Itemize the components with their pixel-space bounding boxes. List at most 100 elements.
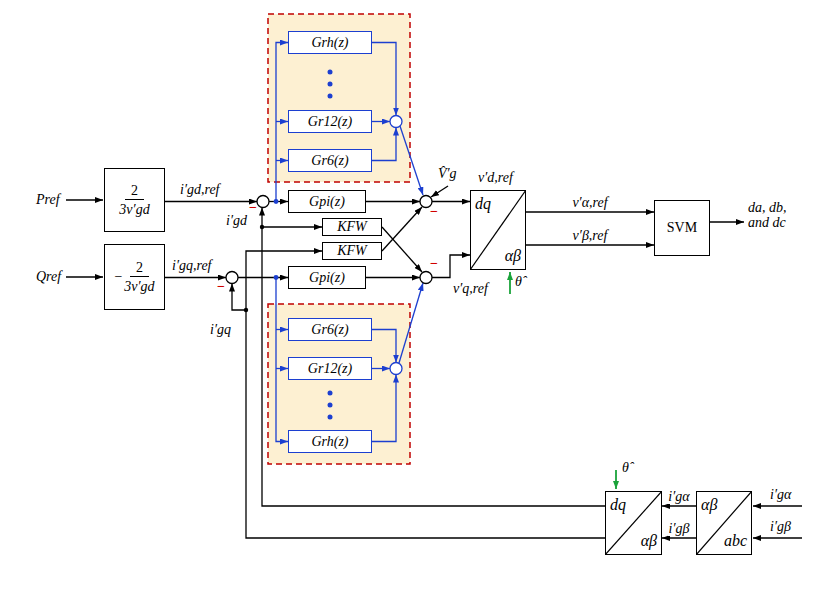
signal-connector <box>662 537 696 538</box>
signal-wire <box>165 277 226 278</box>
block-text: Gr6(z) <box>311 153 348 168</box>
alphabeta-to-abc-transform: αβabc <box>696 491 752 555</box>
gain-block: −23v′gd <box>104 244 165 310</box>
minus-sign: − <box>430 256 438 271</box>
block-text: Gr12(z) <box>308 114 352 129</box>
resonant-group-frame <box>268 304 410 464</box>
block-text: αβ <box>641 532 657 550</box>
signal-connector <box>662 505 696 506</box>
angle-signal: θ̂ <box>622 460 629 475</box>
branch-dot <box>274 199 279 280</box>
current-signal: i′gβ <box>770 519 791 534</box>
resonant-group-frame <box>268 14 410 182</box>
signal-wire <box>366 201 420 202</box>
signal-wire <box>66 199 103 200</box>
junction-dot <box>244 308 248 312</box>
block-text: 3v′gd <box>124 277 154 294</box>
reference-voltage: v′q,ref <box>453 281 488 296</box>
minus-sign: − <box>217 279 225 294</box>
block-text: Gr6(z) <box>311 322 348 337</box>
resonant-wire <box>276 43 423 442</box>
ellipsis-dots <box>328 70 333 75</box>
signal-wire <box>431 186 448 197</box>
resonant-wire <box>276 278 288 442</box>
branch-dot <box>274 199 279 204</box>
edge-label: i′gβ <box>668 521 691 536</box>
feedforward-gain: KFW <box>322 218 382 236</box>
resonant-group-frame <box>268 14 410 464</box>
signal-connector <box>526 244 654 245</box>
block-text: Gpi(z) <box>309 270 345 285</box>
input-signal: Qref <box>36 269 61 284</box>
angle-arrow <box>509 272 511 294</box>
resonant-controller: Gr6(z) <box>288 318 372 341</box>
resonant-controller: Gr6(z) <box>288 149 372 172</box>
block-text: Grh(z) <box>311 35 348 50</box>
signal-wire <box>246 251 605 538</box>
reference-signal: i′gq,ref <box>172 258 211 273</box>
signal-wire <box>232 284 246 311</box>
resonant-wire <box>372 330 396 363</box>
resonant-controller: Gr12(z) <box>288 110 372 133</box>
current-signal: i′gα <box>770 487 791 502</box>
feedback-signal: i′gq <box>210 322 231 337</box>
angle-signal: θ̂ <box>515 274 522 289</box>
reference-signal: i′gd,ref <box>180 182 219 197</box>
transform-diagonal <box>470 190 526 270</box>
edge-label: v′β,ref <box>572 228 609 243</box>
block-text: − <box>114 269 122 284</box>
signal-wire <box>753 537 802 538</box>
edge-label: v′α,ref <box>571 195 608 210</box>
transform-diagonal <box>605 491 662 555</box>
svm-block: SVM <box>654 200 710 256</box>
resonant-sum <box>390 116 402 128</box>
transform-diagonal <box>696 491 752 555</box>
signal-wire <box>262 208 605 507</box>
block-text: Grh(z) <box>311 434 348 449</box>
reference-voltage: v′d,ref <box>478 170 513 185</box>
dq-to-alphabeta-transform: dqαβ <box>605 491 662 555</box>
resonant-wire <box>372 375 396 442</box>
resonant-wire <box>372 43 396 116</box>
summing-junction <box>226 272 238 284</box>
block-text: KFW <box>337 243 367 258</box>
minus-sign: − <box>430 204 438 219</box>
signal-wire <box>753 505 802 506</box>
angle-arrow <box>615 470 617 489</box>
block-text: αβ <box>505 247 521 265</box>
resonant-wire <box>276 160 288 161</box>
block-text: 3v′gd <box>119 200 149 217</box>
block-text: dq <box>475 195 491 213</box>
resonant-controller: Gr12(z) <box>288 357 372 380</box>
dq-to-alphabeta-transform: dq αβ <box>470 190 526 270</box>
block-text: abc <box>724 532 747 550</box>
pi-controller: Gpi(z) <box>288 266 366 289</box>
duty-cycle-output: da, db, and dc <box>748 200 802 231</box>
signal-wire <box>366 277 420 278</box>
resonant-controller: Grh(z) <box>288 430 372 453</box>
signal-wire <box>66 276 103 277</box>
block-text: Gpi(z) <box>309 194 345 209</box>
resonant-wire <box>400 126 423 195</box>
ellipsis-dots <box>328 94 333 99</box>
block-text: KFW <box>337 219 367 234</box>
edge-label: i′gα <box>667 489 690 504</box>
ellipsis-dots <box>328 403 333 408</box>
ellipsis-dots <box>328 415 333 420</box>
signal-wire <box>382 227 422 272</box>
block-text: Gr12(z) <box>308 361 352 376</box>
ellipsis-dots <box>328 82 333 87</box>
signal-connector <box>526 211 654 212</box>
signal-wire <box>66 186 802 538</box>
ellipsis-dots <box>328 391 333 396</box>
fraction: 23v′gd <box>124 260 154 295</box>
pi-controller: Gpi(z) <box>288 190 366 213</box>
block-text: 2 <box>130 260 149 277</box>
signal-wire <box>382 207 422 251</box>
signal-wire <box>262 226 322 227</box>
summing-junction <box>420 272 432 284</box>
signal-wire <box>165 201 257 202</box>
minus-sign: − <box>249 200 257 215</box>
